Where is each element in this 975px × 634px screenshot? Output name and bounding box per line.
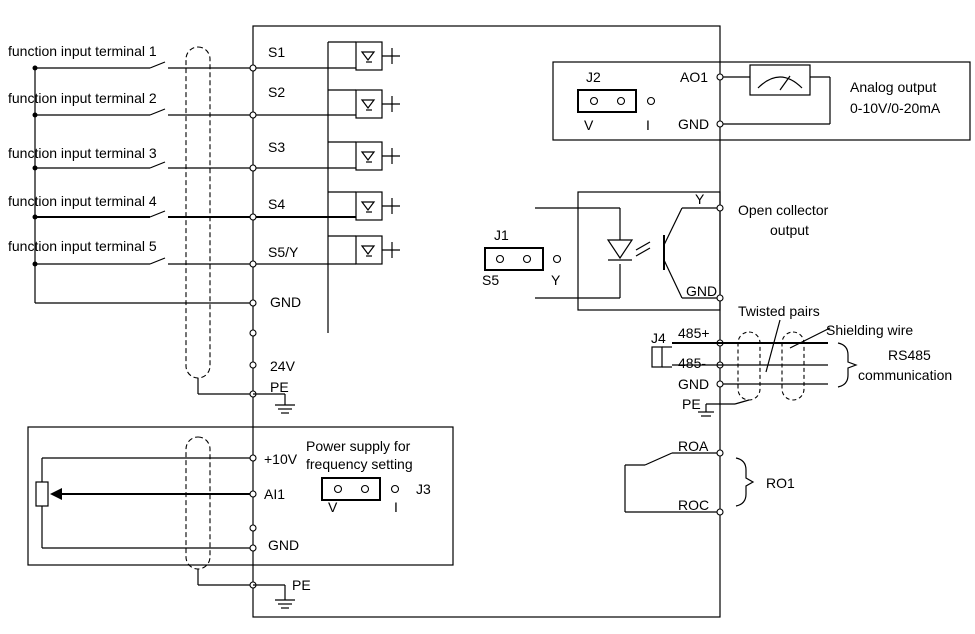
terminal-roc-label: ROC [678, 497, 709, 513]
analog-cable-shield [185, 436, 211, 570]
led-icon [606, 239, 651, 261]
frequency-setting-note: frequency setting [306, 456, 413, 472]
input-terminal-5-label: function input terminal 5 [8, 238, 157, 254]
terminal-s5y-label: S5/Y [268, 244, 299, 260]
jumper-j2-v-label: V [584, 117, 594, 133]
jumper-j2-i-label: I [646, 117, 650, 133]
jumper-j4-label: J4 [651, 330, 666, 346]
twisted-pairs-label: Twisted pairs [738, 303, 820, 319]
terminal-ai1-label: AI1 [264, 486, 285, 502]
terminal-485-minus-label: 485- [678, 355, 706, 371]
rs485-label: RS485 [888, 347, 931, 363]
transistor-icon [663, 207, 720, 299]
terminal-rs485-pe-label: PE [682, 396, 701, 412]
analog-output-section: J2 V I AO1 GND Analog output 0-10V/0-20m… [552, 61, 971, 141]
jumper-j2-label: J2 [586, 69, 601, 85]
open-collector-label: Open collector [738, 202, 829, 218]
input-terminal-3-label: function input terminal 3 [8, 145, 157, 161]
rs485-section: J4 485+ 485- GND PE Twisted pairs Shield… [651, 303, 952, 417]
terminal-oc-gnd-label: GND [686, 283, 717, 299]
optocoupler-icon [256, 41, 400, 71]
rs485-communication-label: communication [858, 367, 952, 383]
input-cable-shield [185, 46, 211, 379]
terminal-ao1-label: AO1 [680, 69, 708, 85]
input-terminal-section: function input terminal 1 S1 function in… [8, 43, 301, 414]
rs485-pe-ground-icon [698, 403, 735, 417]
twisted-pair-icon [737, 319, 831, 401]
terminal-10v-label: +10V [264, 451, 298, 467]
open-collector-section: Y GND Open collector output J1 S5 Y [482, 191, 829, 311]
analog-input-section: +10V AI1 GND PE Power supply for frequen… [27, 426, 454, 609]
drive-enclosure [252, 25, 721, 618]
terminal-y-label: Y [695, 191, 705, 207]
jumper-j1-s5-label: S5 [482, 272, 499, 288]
terminal-s2-label: S2 [268, 84, 285, 100]
optocoupler-icon [256, 191, 400, 221]
terminal-ao-gnd-label: GND [678, 116, 709, 132]
analog-output-range: 0-10V/0-20mA [850, 100, 941, 116]
input-terminal-4-label: function input terminal 4 [8, 193, 157, 209]
jumper-j1-y-label: Y [551, 272, 561, 288]
terminal-rs485-gnd-label: GND [678, 376, 709, 392]
relay-section: ROA ROC RO1 [624, 438, 795, 516]
jumper-j4 [651, 346, 663, 368]
power-supply-note: Power supply for [306, 438, 411, 454]
jumper-j2 [577, 89, 637, 113]
terminal-s3-label: S3 [268, 139, 285, 155]
analog-output-title: Analog output [850, 79, 937, 95]
jumper-j3-label: J3 [416, 481, 431, 497]
terminal-s1-label: S1 [268, 44, 285, 60]
terminal-ai-gnd-label: GND [268, 537, 299, 553]
terminal-485-plus-label: 485+ [678, 325, 710, 341]
shielding-wire-label: Shielding wire [826, 322, 913, 338]
optocoupler-icon [256, 141, 400, 171]
jumper-j1 [484, 247, 544, 271]
terminal-s4-label: S4 [268, 196, 285, 212]
pe-ground-icon [253, 393, 295, 414]
terminal-24v-label: 24V [270, 358, 296, 374]
jumper-j3-v-label: V [328, 499, 338, 515]
optocoupler-icon [256, 235, 400, 265]
terminal-ai-pe-label: PE [292, 577, 311, 593]
jumper-j3 [321, 477, 381, 501]
jumper-j3-i-label: I [394, 499, 398, 515]
relay-ro1-label: RO1 [766, 475, 795, 491]
terminal-roa-label: ROA [678, 438, 709, 454]
analog-pe-ground-icon [253, 584, 295, 609]
potentiometer-icon [35, 481, 49, 507]
terminal-gnd-label: GND [270, 294, 301, 310]
optocoupler-icon [256, 89, 400, 119]
jumper-j1-label: J1 [494, 227, 509, 243]
open-collector-output-label: output [770, 222, 809, 238]
meter-icon [749, 64, 811, 96]
terminal-pe-label: PE [270, 379, 289, 395]
input-terminal-2-label: function input terminal 2 [8, 90, 157, 106]
optocoupler-bank [256, 41, 400, 333]
input-terminal-1-label: function input terminal 1 [8, 43, 157, 59]
